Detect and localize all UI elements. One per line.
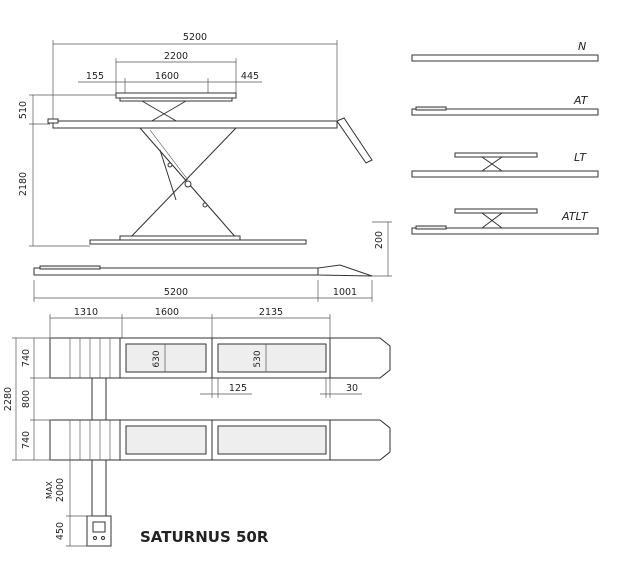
dim-seg-1: 1310 (74, 307, 98, 318)
variant-label-at: AT (573, 94, 589, 107)
side-view-raised: 5200 2200 155 1600 445 510 2180 (18, 32, 373, 247)
dim-ramp-length: 1001 (333, 287, 357, 298)
variant-n: N (411, 40, 599, 62)
dim-platform-width-2: 740 (21, 431, 32, 449)
dim-low-height: 200 (374, 231, 385, 249)
dim-offset-2: 30 (346, 383, 358, 394)
dim-seg-2: 1600 (155, 307, 179, 318)
dim-inner-width-1: 630 (152, 350, 162, 367)
top-view: 1310 1600 2135 630 530 (3, 307, 391, 547)
dim-platform-length: 2200 (164, 51, 188, 62)
dim-overall-length: 5200 (183, 32, 207, 43)
dim-max-label: MAX (45, 481, 54, 499)
dim-left-offset: 155 (86, 71, 104, 82)
variant-atlt: ATLT (411, 208, 599, 235)
dim-inner-width-2: 530 (253, 350, 263, 367)
variant-lt: LT (411, 151, 599, 178)
product-title: SATURNUS 50R (140, 528, 269, 546)
dim-total-width: 2280 (3, 387, 14, 411)
dim-platform-width-1: 740 (21, 349, 32, 367)
dim-console-depth: 450 (55, 522, 66, 540)
side-view-lowered: 200 5200 1001 (33, 221, 392, 302)
dim-right-offset: 445 (241, 71, 259, 82)
dim-max-value: 2000 (55, 478, 66, 502)
variant-at: AT (411, 94, 599, 116)
dim-center-length: 1600 (155, 71, 179, 82)
dim-base-length: 5200 (164, 287, 188, 298)
variant-label-lt: LT (574, 151, 587, 164)
dim-seg-3: 2135 (259, 307, 283, 318)
dim-top-height: 510 (18, 101, 29, 119)
dim-gap-width: 800 (21, 390, 32, 408)
dim-lift-height: 2180 (18, 172, 29, 196)
variant-label-atlt: ATLT (561, 210, 589, 223)
dim-offset-1: 125 (229, 383, 247, 394)
variant-label-n: N (578, 40, 586, 53)
